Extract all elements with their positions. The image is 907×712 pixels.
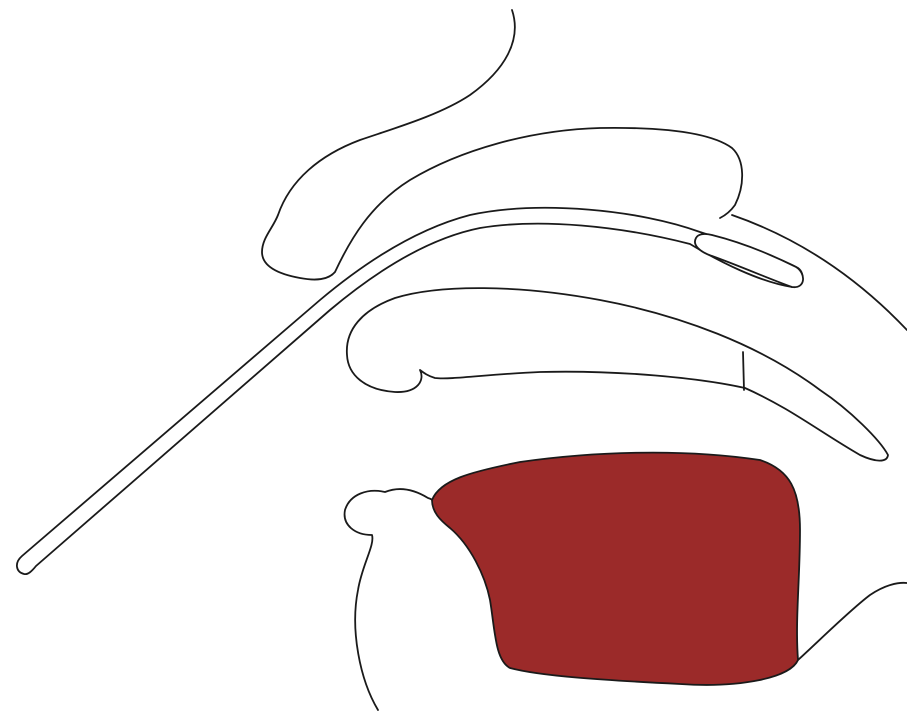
reference-line xyxy=(743,352,744,390)
tube-balloon xyxy=(695,234,803,287)
middle-turbinate-outline xyxy=(347,288,888,461)
lower-right-contour xyxy=(798,583,907,660)
highlighted-mass xyxy=(432,453,800,685)
lower-structure-outline xyxy=(345,489,438,710)
